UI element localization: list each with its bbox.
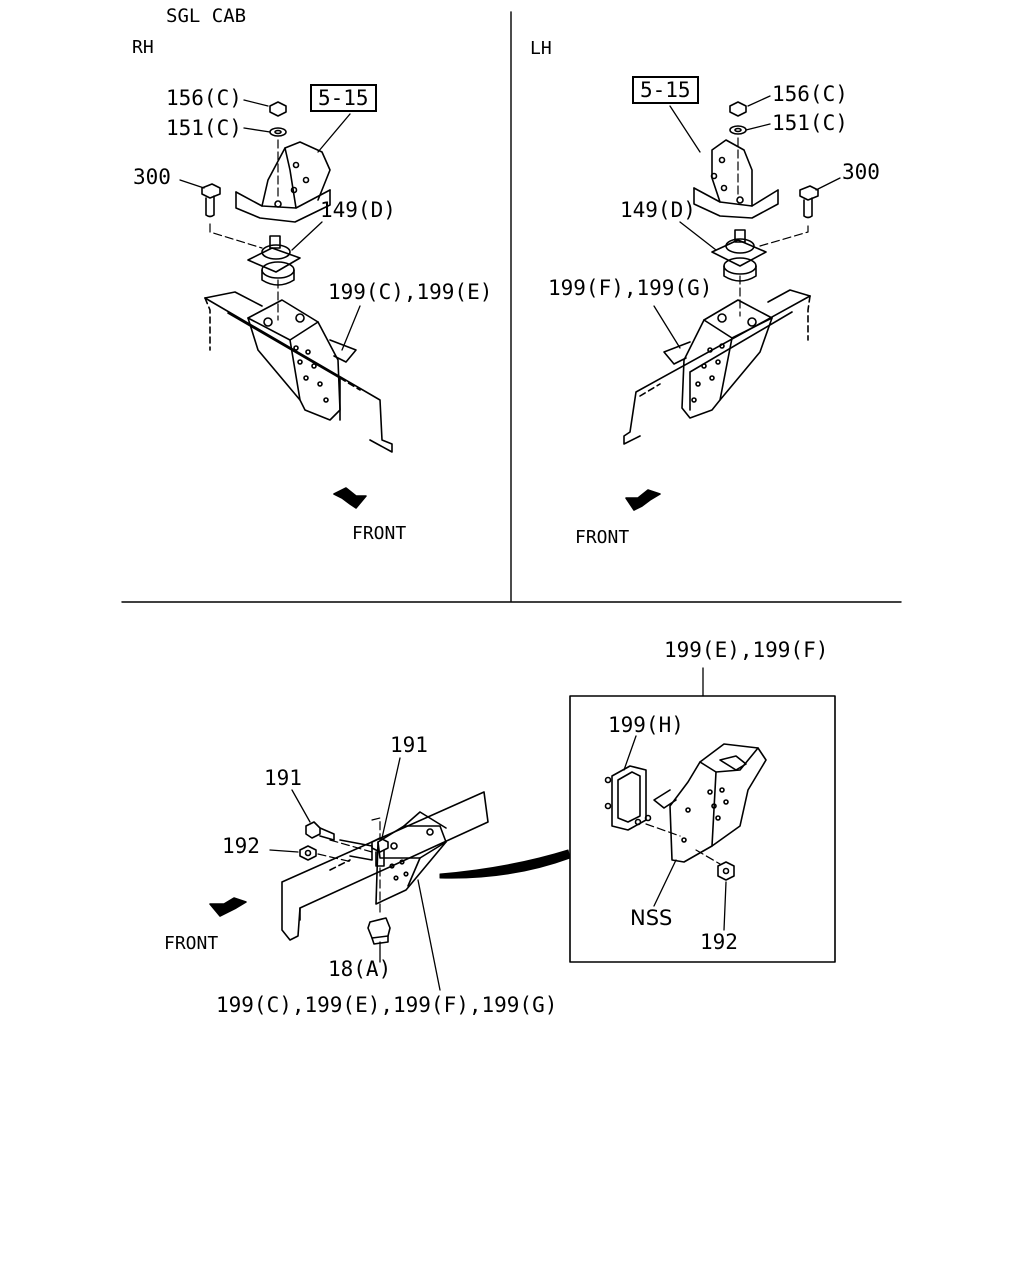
lh-side-label: LH <box>530 38 552 59</box>
lh-bolt-label: 300 <box>842 160 880 184</box>
bottom-clip <box>367 917 391 945</box>
rh-bolt <box>201 183 221 218</box>
detail-pad <box>604 765 652 831</box>
rh-side-label: RH <box>132 37 154 58</box>
rh-washer-label: 151(C) <box>166 116 242 140</box>
bottom-nut-side <box>299 845 317 861</box>
rh-front-arrow <box>333 487 367 509</box>
bottom-detail-title: 199(E),199(F) <box>664 638 829 662</box>
rh-nut-washer <box>269 101 287 137</box>
lh-frame-rail <box>623 289 811 445</box>
rh-leaders <box>179 99 361 351</box>
bottom-bolt-top-label: 191 <box>390 733 428 757</box>
lh-rubber-mount <box>711 229 767 282</box>
bottom-bolt-top <box>371 837 389 867</box>
bottom-nut-side-label: 192 <box>222 834 260 858</box>
lh-bolt <box>799 185 819 219</box>
detail-nut <box>717 861 735 881</box>
lh-drawing <box>623 95 841 511</box>
bottom-bolt-side-label: 191 <box>264 766 302 790</box>
lh-ref-box[interactable]: 5-15 <box>632 76 699 104</box>
rh-cab-bracket <box>235 141 331 223</box>
lh-mount-label: 149(D) <box>620 198 696 222</box>
bottom-leaders <box>269 757 441 991</box>
detail-bracket <box>653 743 767 863</box>
rh-mount-label: 149(D) <box>320 198 396 222</box>
rh-front-label: FRONT <box>352 523 407 544</box>
lh-washer-label: 151(C) <box>772 111 848 135</box>
bottom-front-label: FRONT <box>164 933 219 954</box>
lh-bracket-label: 199(F),199(G) <box>548 276 713 300</box>
lh-leaders <box>653 95 841 349</box>
lh-nut-washer <box>729 101 747 135</box>
bottom-centerlines <box>317 817 381 917</box>
detail-nut-label: 192 <box>700 930 738 954</box>
detail-centerlines <box>645 823 721 865</box>
rh-ref-box[interactable]: 5-15 <box>310 84 377 112</box>
bottom-front-arrow <box>209 897 247 917</box>
lh-front-arrow <box>625 489 661 511</box>
rh-bracket-label: 199(C),199(E) <box>328 280 493 304</box>
lh-front-label: FRONT <box>575 527 630 548</box>
rh-frame-rail <box>204 291 393 453</box>
header-title: SGL CAB <box>166 5 247 27</box>
rh-centerlines <box>209 139 279 321</box>
bottom-clip-label: 18(A) <box>328 957 392 981</box>
bottom-frame-rail <box>281 791 489 941</box>
rh-nut-label: 156(C) <box>166 86 242 110</box>
bottom-bracket <box>339 811 447 905</box>
rh-rubber-mount <box>247 235 301 286</box>
detail-pad-label: 199(H) <box>608 713 684 737</box>
bottom-bracket-label: 199(C),199(E),199(F),199(G) <box>216 993 558 1017</box>
lh-nut-label: 156(C) <box>772 82 848 106</box>
detail-leaders <box>623 735 727 931</box>
detail-pointer <box>439 849 571 879</box>
bottom-drawing <box>209 667 836 991</box>
bottom-bolt-side <box>305 821 335 841</box>
lh-frame-bracket <box>663 299 773 419</box>
rh-drawing <box>179 99 393 509</box>
rh-bolt-label: 300 <box>133 165 171 189</box>
lh-cab-bracket <box>693 139 779 219</box>
detail-nss-label: NSS <box>630 906 673 930</box>
rh-frame-bracket <box>247 299 357 421</box>
lh-centerlines <box>737 137 809 317</box>
